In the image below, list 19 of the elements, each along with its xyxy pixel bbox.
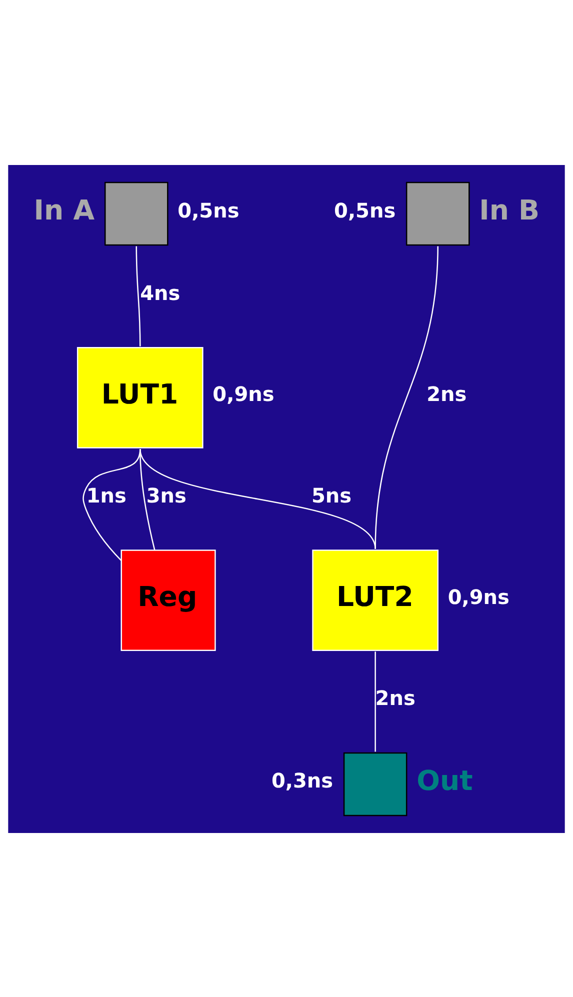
node-label: Out: [416, 764, 473, 796]
edge-label: 2ns: [426, 382, 467, 406]
connector: [374, 651, 376, 752]
connector: [140, 448, 156, 550]
connector: [140, 448, 376, 549]
node-label: 0,5ns: [178, 198, 240, 222]
connector: [374, 246, 438, 549]
node-label: 0,9ns: [448, 584, 510, 608]
node-label: 0,9ns: [212, 382, 274, 406]
node-label: In B: [479, 194, 540, 226]
edge-label: 3ns: [146, 483, 186, 508]
connector: [136, 246, 141, 346]
edge-label: 2ns: [375, 686, 416, 710]
node-label: 0,5ns: [334, 198, 396, 222]
edge-label: 1ns: [86, 483, 126, 508]
node-label: 0,3ns: [271, 768, 334, 792]
edge-label: 5ns: [312, 483, 352, 508]
node-label: In A: [34, 194, 95, 226]
edge-label: 4ns: [140, 280, 180, 304]
